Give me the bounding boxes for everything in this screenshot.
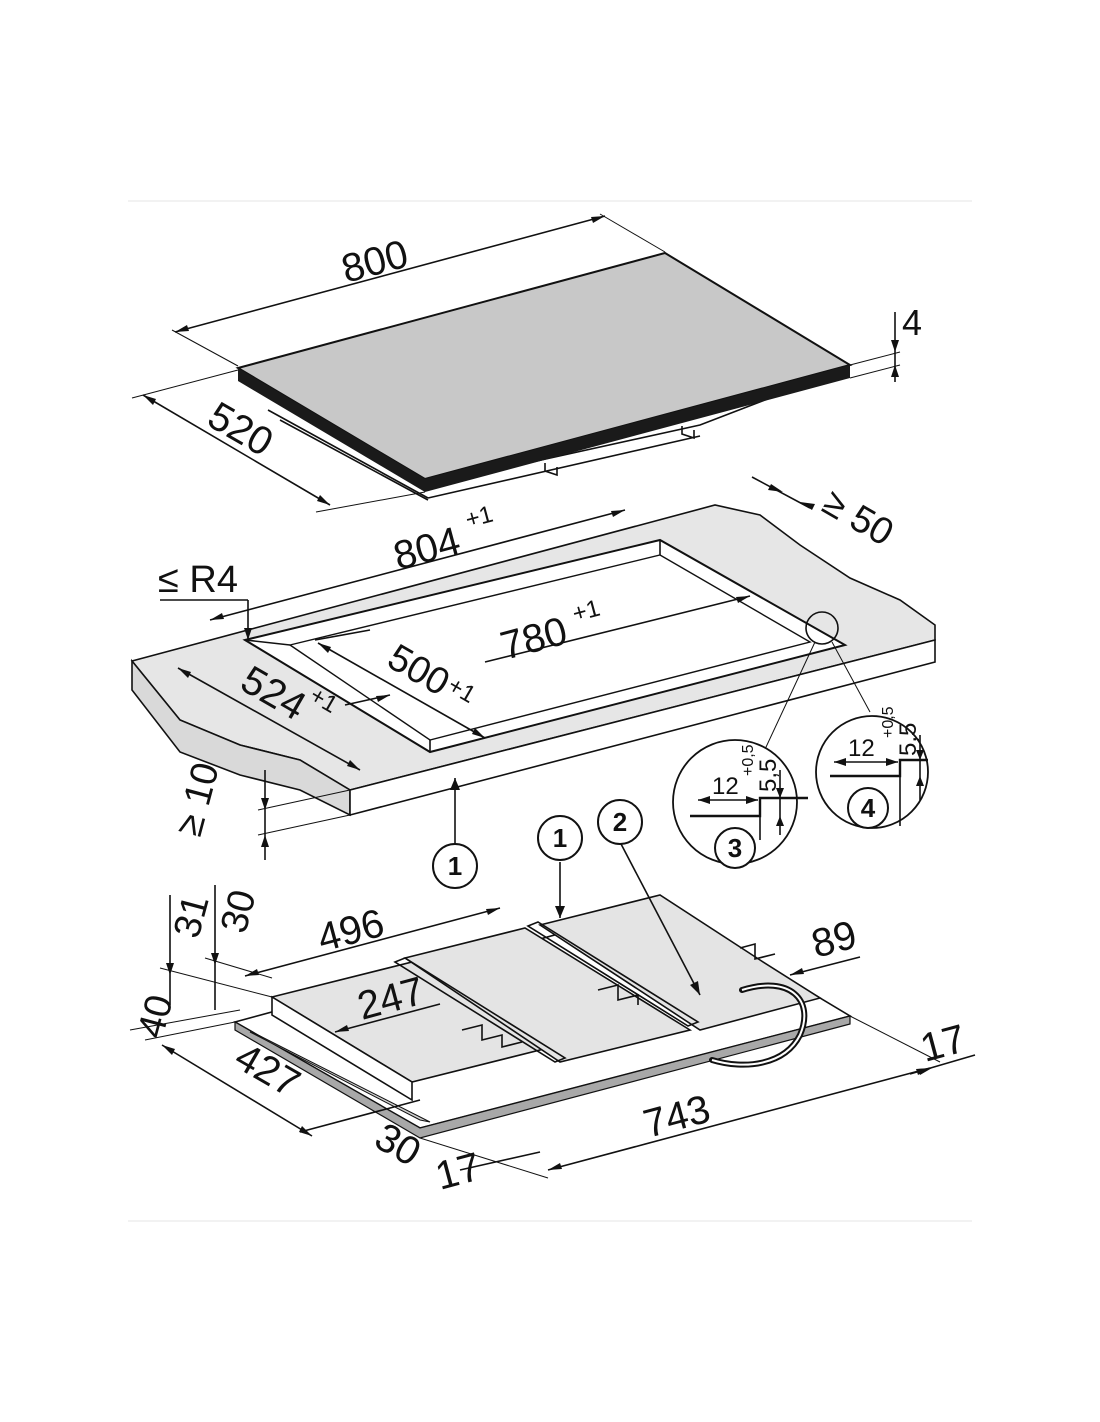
dim-17-bottom: 17 xyxy=(431,1145,485,1199)
dim-4: 4 xyxy=(902,302,922,343)
detail-3-depth: 5,5 xyxy=(755,759,782,792)
detail-3-label: 3 xyxy=(728,833,742,863)
detail-3 xyxy=(672,739,808,869)
detail-4-depth: 5,5 xyxy=(895,723,922,756)
underside-panel-middle xyxy=(403,927,693,1063)
underside-frame-edge xyxy=(234,1015,851,1139)
underside-dimensions xyxy=(129,841,976,1179)
detail-4-label: 4 xyxy=(861,793,876,823)
dim-min-50: ≥ 50 xyxy=(816,481,901,554)
detail-marker-circle xyxy=(805,611,839,645)
dim-800: 800 xyxy=(337,232,413,292)
worktop-cutout-inner xyxy=(288,554,812,741)
underside-panel-right xyxy=(538,894,822,1031)
worktop-drawing xyxy=(130,504,936,817)
dim-corner-radius: ≤ R4 xyxy=(158,559,238,601)
dim-743: 743 xyxy=(639,1087,715,1147)
dim-804-tol: +1 xyxy=(463,501,496,534)
dim-520: 520 xyxy=(201,394,281,465)
callout-1-worktop: 1 xyxy=(432,843,478,889)
callout-2-underside: 2 xyxy=(597,799,643,845)
worktop-right-edge xyxy=(349,638,936,817)
underside-panel-left-side xyxy=(271,995,413,1102)
detail-3-tol: +0,5 xyxy=(740,744,757,776)
dim-30-top: 30 xyxy=(213,886,265,938)
hob-dimensions xyxy=(131,213,901,513)
hob-glass-top xyxy=(235,251,853,481)
underside-drawing xyxy=(232,894,853,1139)
callout-1-worktop-label: 1 xyxy=(448,851,462,881)
dim-17-right: 17 xyxy=(916,1017,970,1071)
underside-bottom-strip xyxy=(249,1031,431,1123)
detail-4-tol: +0,5 xyxy=(880,706,897,738)
callout-1-underside: 1 xyxy=(537,815,583,861)
detail-3-width: 12 xyxy=(712,773,739,800)
dim-496: 496 xyxy=(313,901,389,961)
callout-1-underside-label: 1 xyxy=(553,823,567,853)
dim-804: 804 xyxy=(389,519,465,579)
detail-4-width: 12 xyxy=(848,735,875,762)
detail-4 xyxy=(815,715,929,829)
worktop-dimensions xyxy=(160,476,815,860)
dim-31: 31 xyxy=(166,891,218,943)
dim-min-10: ≥ 10 xyxy=(168,758,228,840)
callout-2-underside-label: 2 xyxy=(613,807,627,837)
hob-glass-edge xyxy=(238,365,850,492)
